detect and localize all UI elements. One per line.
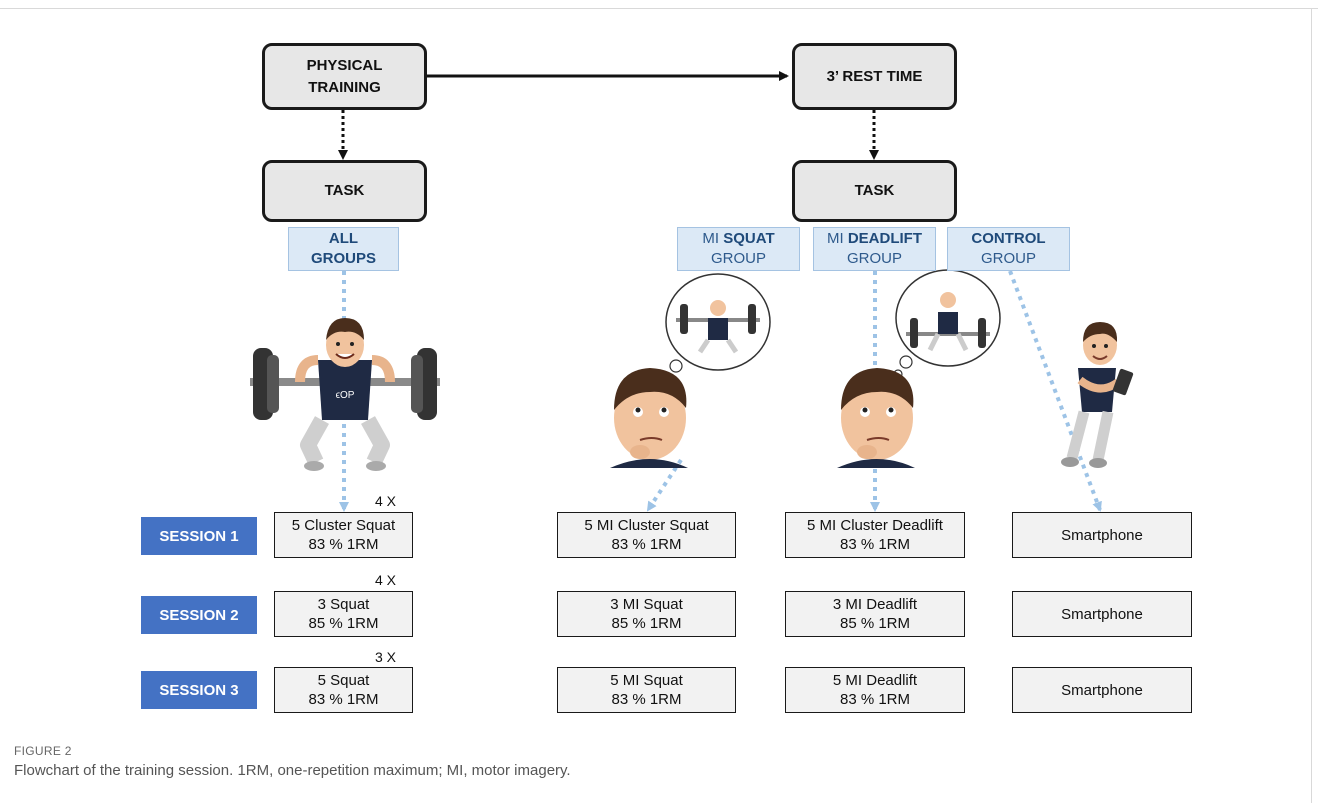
mi-deadlift-title: MI DEADLIFT xyxy=(827,229,922,249)
session-2-reps: 4 X xyxy=(375,572,397,588)
cell-line1: 3 Squat xyxy=(317,596,370,613)
cell-line2: 83 % 1RM xyxy=(839,691,911,708)
physical-training-box: PHYSICAL TRAINING xyxy=(262,43,427,110)
physical-training-line1: PHYSICAL xyxy=(306,56,383,74)
mi-deadlift-group-label: MI DEADLIFT GROUP xyxy=(813,227,936,271)
cell-line2: 85 % 1RM xyxy=(308,615,379,632)
cell-line2: 83 % 1RM xyxy=(611,536,682,553)
task-box-right: TASK xyxy=(792,160,957,222)
session-3-label: SESSION 3 xyxy=(141,671,257,709)
figure-label: FIGURE 2 xyxy=(14,744,72,758)
mi-deadlift-suffix: GROUP xyxy=(846,250,902,267)
control-group-label: CONTROL GROUP xyxy=(947,227,1070,271)
session-1-reps: 4 X xyxy=(375,493,397,509)
athlete-squat-icon: ϵOP xyxy=(250,318,440,471)
svg-text:ϵOP: ϵOP xyxy=(336,390,355,401)
session-3-reps: 3 X xyxy=(375,649,397,665)
rest-time-box: 3’ REST TIME xyxy=(792,43,957,110)
mi-deadlift-bold: DEADLIFT xyxy=(847,230,922,247)
session-1-mi-deadlift-cell: 5 MI Cluster Deadlift 83 % 1RM xyxy=(785,512,965,558)
cell-line1: 5 MI Cluster Deadlift xyxy=(807,517,943,534)
cell-line2: 83 % 1RM xyxy=(308,536,379,553)
session-3-control-cell: Smartphone xyxy=(1012,667,1192,713)
session-3-mi-deadlift-cell: 5 MI Deadlift 83 % 1RM xyxy=(785,667,965,713)
cell-line1: 5 MI Squat xyxy=(610,672,683,689)
mi-squat-group-label: MI SQUAT GROUP xyxy=(677,227,800,271)
physical-training-line2: TRAINING xyxy=(308,78,381,96)
task-left-label: TASK xyxy=(324,182,365,199)
session-1-label: SESSION 1 xyxy=(141,517,257,555)
cell-line2: 85 % 1RM xyxy=(839,615,911,632)
control-suffix: GROUP xyxy=(980,250,1036,267)
thinking-face-icon xyxy=(837,368,915,468)
cell-line1: 5 MI Cluster Squat xyxy=(584,517,709,534)
cell-line1: Smartphone xyxy=(1061,526,1143,544)
figure-caption: Flowchart of the training session. 1RM, … xyxy=(14,762,571,779)
task-box-left: TASK xyxy=(262,160,427,222)
all-groups-label: ALL GROUPS xyxy=(288,227,399,271)
session-2-mi-squat-cell: 3 MI Squat 85 % 1RM xyxy=(557,591,736,637)
all-groups-line1: ALL xyxy=(328,230,359,247)
mi-deadlift-prefix: MI xyxy=(826,230,848,247)
frame-border-top xyxy=(0,8,1318,9)
session-2-mi-deadlift-cell: 3 MI Deadlift 85 % 1RM xyxy=(785,591,965,637)
thinking-face-icon xyxy=(610,368,688,468)
cell-line1: 5 MI Deadlift xyxy=(832,672,918,689)
thought-bubble-icon xyxy=(663,273,771,383)
session-3-mi-squat-cell: 5 MI Squat 83 % 1RM xyxy=(557,667,736,713)
cell-line1: 3 MI Squat xyxy=(610,596,683,613)
session-2-control-cell: Smartphone xyxy=(1012,591,1192,637)
control-bold: CONTROL xyxy=(971,230,1046,247)
session-1-physical-cell: 5 Cluster Squat 83 % 1RM xyxy=(274,512,413,558)
session-1-control-cell: Smartphone xyxy=(1012,512,1192,558)
cell-line1: Smartphone xyxy=(1061,681,1143,699)
cell-line1: 3 MI Deadlift xyxy=(832,596,918,613)
cell-line1: 5 Cluster Squat xyxy=(291,517,396,534)
connector-control xyxy=(1008,270,1102,512)
mi-squat-prefix: MI xyxy=(702,230,724,247)
connector-mi-squat xyxy=(646,458,683,512)
session-3-text: SESSION 3 xyxy=(159,681,239,699)
cell-line2: 83 % 1RM xyxy=(839,536,911,553)
cell-line2: 83 % 1RM xyxy=(308,691,379,708)
session-2-physical-cell: 3 Squat 85 % 1RM xyxy=(274,591,413,637)
mi-squat-title: MI SQUAT xyxy=(702,229,774,249)
frame-border-right xyxy=(1311,8,1312,803)
session-1-mi-squat-cell: 5 MI Cluster Squat 83 % 1RM xyxy=(557,512,736,558)
session-2-text: SESSION 2 xyxy=(159,606,239,624)
cell-line2: 83 % 1RM xyxy=(611,691,682,708)
rest-time-label: 3’ REST TIME xyxy=(826,67,923,85)
mi-squat-suffix: GROUP xyxy=(710,250,766,267)
thought-bubble-icon xyxy=(893,269,1001,379)
session-2-label: SESSION 2 xyxy=(141,596,257,634)
smartphone-user-icon xyxy=(1061,322,1134,468)
task-right-label: TASK xyxy=(854,182,895,199)
cell-line1: Smartphone xyxy=(1061,605,1143,623)
mi-squat-bold: SQUAT xyxy=(723,230,775,247)
cell-line1: 5 Squat xyxy=(317,672,370,689)
cell-line2: 85 % 1RM xyxy=(611,615,682,632)
session-1-text: SESSION 1 xyxy=(159,527,239,545)
all-groups-line2: GROUPS xyxy=(310,250,376,267)
session-3-physical-cell: 5 Squat 83 % 1RM xyxy=(274,667,413,713)
